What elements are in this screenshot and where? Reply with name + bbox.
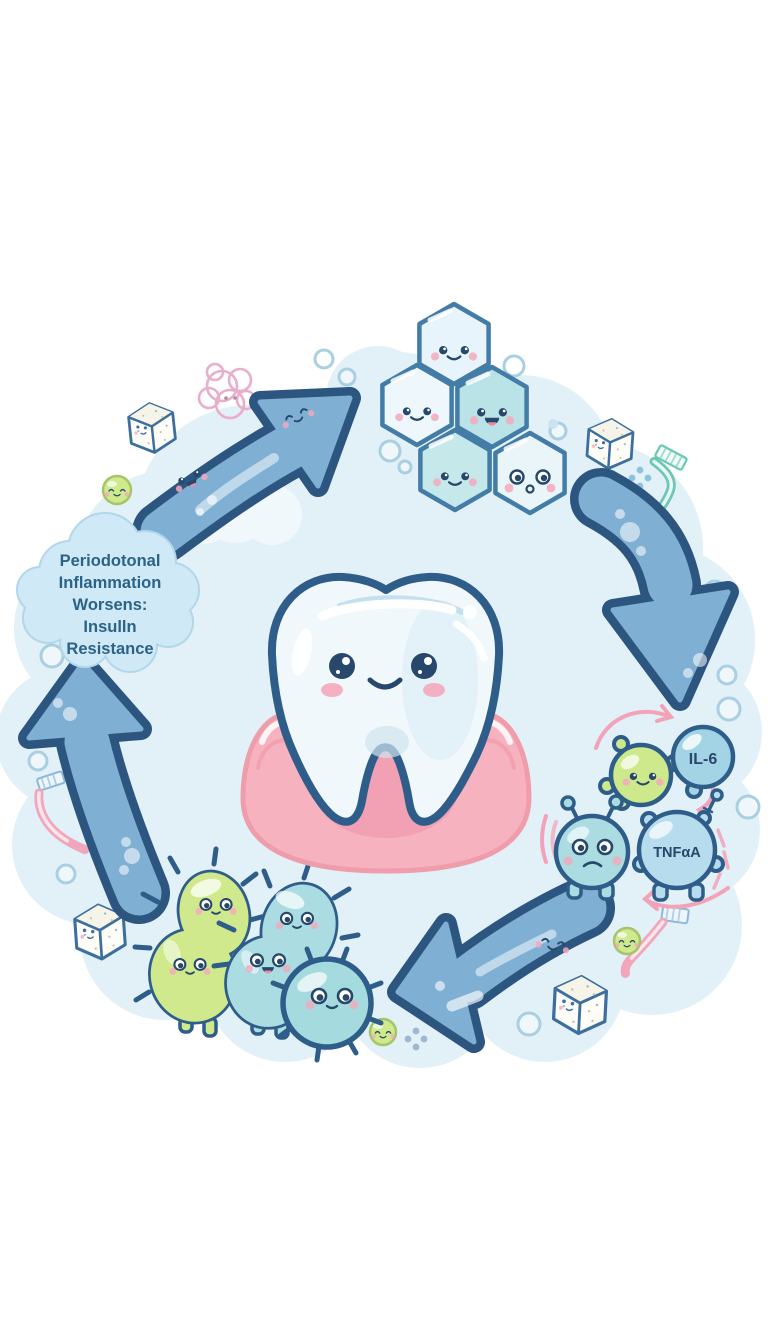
bubble-field bbox=[27, 348, 761, 1037]
toothbrush-icon bbox=[34, 770, 90, 855]
cloud-text-line-1: Periodotonal bbox=[60, 552, 161, 570]
hexagon-molecule bbox=[417, 301, 491, 387]
tooth-character bbox=[267, 572, 504, 826]
mini-microbe bbox=[612, 926, 642, 956]
bacteria-cluster bbox=[132, 846, 384, 1063]
cytokine-tnf: TNFαA bbox=[632, 788, 725, 902]
tooth-face bbox=[321, 653, 445, 697]
il6-label: IL-6 bbox=[689, 751, 718, 768]
tnf-label: TNFαA bbox=[653, 845, 701, 861]
toothbrush-icon bbox=[620, 905, 690, 978]
mini-microbe bbox=[101, 474, 133, 506]
arrow-down-right bbox=[570, 468, 739, 711]
cloud-text-line-4: Insulln bbox=[83, 618, 136, 636]
bacteria-round bbox=[270, 946, 384, 1063]
hexagon-molecule bbox=[380, 362, 454, 448]
cytokine-green-cell bbox=[598, 735, 683, 811]
arrow-up bbox=[18, 652, 170, 924]
hexagon-sugar-cluster bbox=[380, 301, 567, 516]
hexagon-molecule bbox=[493, 430, 567, 516]
hexagon-molecule bbox=[418, 427, 492, 513]
cytokine-sad-cell bbox=[553, 794, 631, 901]
cytokine-il6: IL-6 bbox=[670, 724, 736, 799]
cloud-text-line-2: Inflammation bbox=[59, 574, 162, 592]
cloud-text-line-5: Resistance bbox=[66, 640, 153, 658]
cytokine-cycle: IL-6 TNFαA bbox=[540, 704, 736, 911]
arrow-up-right bbox=[132, 387, 361, 563]
hexagon-molecule bbox=[455, 364, 529, 450]
label-cloud: Periodotonal Inflammation Worsens: Insul… bbox=[16, 512, 200, 673]
arrow-left bbox=[387, 877, 615, 1053]
cloud-text-line-3: Worsens: bbox=[73, 596, 148, 614]
mini-microbe bbox=[368, 1017, 398, 1047]
